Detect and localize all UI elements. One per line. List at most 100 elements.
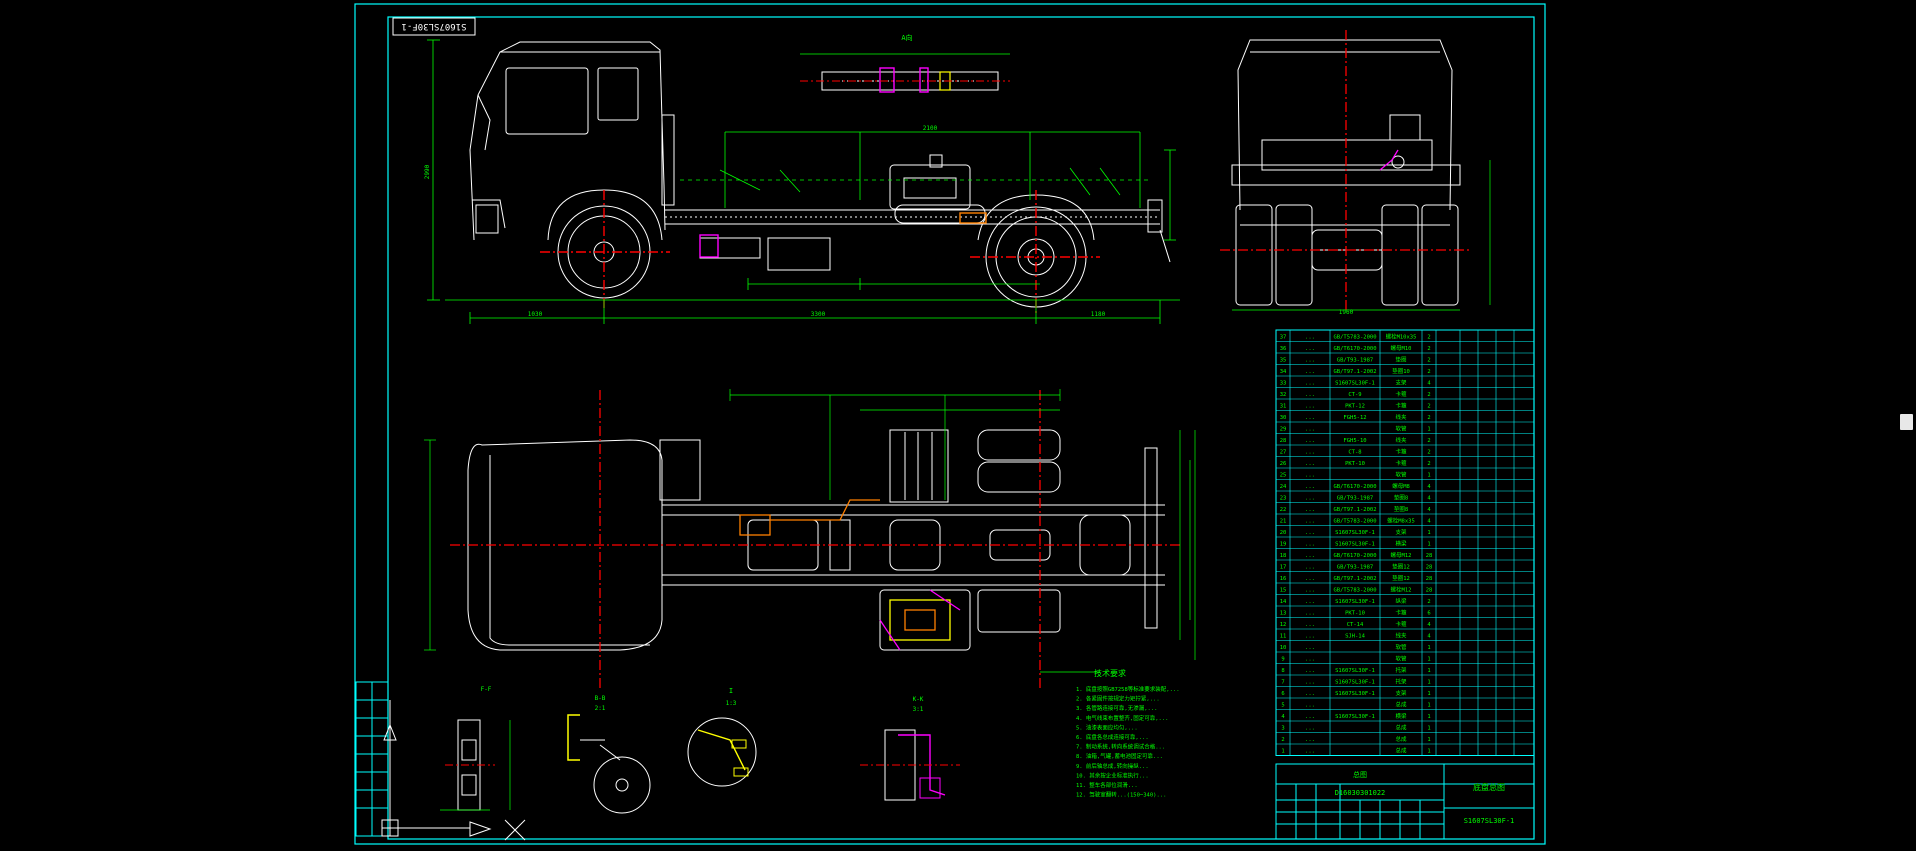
section-bb: B-B 2:1 xyxy=(567,695,651,814)
bom-cell-no: 30 xyxy=(1280,415,1287,421)
bom-cell-std: FGH5-10 xyxy=(1343,438,1366,444)
note-line: 12. 驾驶室翻转...(150~340)... xyxy=(1076,791,1166,799)
bom-cell-code: ... xyxy=(1305,714,1315,720)
bom-cell-qty: 4 xyxy=(1427,634,1431,640)
bom-cell-code: ... xyxy=(1305,657,1315,663)
bom-cell-qty: 1 xyxy=(1427,542,1430,548)
bom-cell-code: ... xyxy=(1305,473,1315,479)
outer-frame xyxy=(354,3,1546,845)
bom-cell-std: GB/T5783-2000 xyxy=(1333,588,1376,594)
bom-cell-name: 支架 xyxy=(1395,689,1407,697)
bom-cell-code: ... xyxy=(1305,346,1315,352)
bom-cell-std: GB/T97.1-2002 xyxy=(1333,507,1376,513)
dim-height: 2990 xyxy=(424,164,431,179)
bom-cell-qty: 1 xyxy=(1427,749,1430,755)
top-small-view: A向 xyxy=(800,33,1010,93)
bom-cell-code: ... xyxy=(1305,427,1315,433)
bom-cell-qty: 2 xyxy=(1427,599,1430,605)
bom-cell-name: 卡箍 xyxy=(1395,448,1407,456)
bom-cell-code: ... xyxy=(1305,737,1315,743)
note-line: 8. 油箱,气罐,蓄电池固定可靠... xyxy=(1076,752,1163,760)
bom-cell-name: 总成 xyxy=(1395,701,1407,709)
bom-cell-name: 垫圈12 xyxy=(1392,574,1410,582)
detail-i: I 1:3 xyxy=(687,687,757,787)
rear-view-color xyxy=(1220,30,1491,311)
bom-cell-qty: 6 xyxy=(1427,611,1430,617)
bom-cell-name: 螺母M12 xyxy=(1391,551,1412,559)
bom-cell-code: ... xyxy=(1305,622,1315,628)
bom-cell-qty: 2 xyxy=(1427,461,1430,467)
bom-cell-code: ... xyxy=(1305,461,1315,467)
bom-cell-std: GB/T5783-2000 xyxy=(1333,335,1376,341)
bom-cell-code: ... xyxy=(1305,496,1315,502)
note-line: 5. 油漆表面应均匀,... xyxy=(1076,723,1138,731)
bom-cell-name: 软管 xyxy=(1395,643,1407,651)
bom-cell-name: 螺母M8 xyxy=(1392,482,1410,490)
side-view-dimensions xyxy=(427,39,1180,324)
bom-cell-std: GB/T6170-2000 xyxy=(1333,484,1376,490)
bom-cell-qty: 28 xyxy=(1426,576,1433,582)
label-section-kk-scale: 3:1 xyxy=(913,706,924,713)
bom-cell-code: ... xyxy=(1305,404,1315,410)
bom-cell-std: S1607SL30F-1 xyxy=(1335,668,1375,674)
scrollbar-thumb[interactable] xyxy=(1900,414,1913,430)
bom-cell-name: 卡箍 xyxy=(1395,402,1407,410)
bom-cell-name: 软管 xyxy=(1395,425,1407,433)
bom-cell-code: ... xyxy=(1305,645,1315,651)
bom-cell-no: 34 xyxy=(1280,369,1287,375)
bom-cell-name: 总成 xyxy=(1395,735,1407,743)
bom-cell-code: ... xyxy=(1305,530,1315,536)
bom-cell-std: S1607SL30F-1 xyxy=(1335,691,1375,697)
label-detail-i: I xyxy=(729,687,733,695)
bom-cell-code: ... xyxy=(1305,507,1315,513)
bom-cell-name: 垫圈 xyxy=(1395,356,1407,364)
bom-cell-name: 软管 xyxy=(1395,471,1407,479)
dim-side-2: 3300 xyxy=(811,311,826,318)
bom-cell-no: 28 xyxy=(1280,438,1287,444)
section-kk: K-K 3:1 xyxy=(860,696,960,801)
bom-cell-code: ... xyxy=(1305,611,1315,617)
bom-cell-code: ... xyxy=(1305,599,1315,605)
bom-cell-std: S1607SL30F-1 xyxy=(1335,381,1375,387)
bom-cell-no: 10 xyxy=(1280,645,1287,651)
bom-cell-no: 18 xyxy=(1280,553,1287,559)
bom-cell-name: 支架 xyxy=(1395,379,1407,387)
title-tab-box xyxy=(392,17,476,36)
bom-cell-no: 37 xyxy=(1280,335,1287,341)
bom-cell-name: 螺栓M8x35 xyxy=(1387,517,1415,525)
bom-cell-code: ... xyxy=(1305,576,1315,582)
bom-cell-name: 螺母M10 xyxy=(1391,344,1412,352)
bom-cell-no: 22 xyxy=(1280,507,1287,513)
bom-cell-no: 31 xyxy=(1280,404,1287,410)
dim-rear-width: 1960 xyxy=(1339,309,1354,316)
vertical-scrollbar[interactable] xyxy=(1897,0,1916,847)
bom-cell-no: 19 xyxy=(1280,542,1287,548)
bom-cell-no: 14 xyxy=(1280,599,1287,605)
bom-cell-no: 8 xyxy=(1281,668,1284,674)
plan-view xyxy=(467,429,1165,651)
bom-cell-no: 1 xyxy=(1281,749,1284,755)
title-tab-text: S1607SL30F-1 xyxy=(401,21,466,31)
bom-cell-name: 横梁 xyxy=(1395,540,1407,548)
bom-cell-no: 20 xyxy=(1280,530,1287,536)
label-section-bb: B-B xyxy=(595,695,606,702)
bom-cell-code: ... xyxy=(1305,726,1315,732)
bom-cell-code: ... xyxy=(1305,634,1315,640)
bom-cell-qty: 1 xyxy=(1427,657,1430,663)
bom-cell-code: ... xyxy=(1305,438,1315,444)
bom-cell-std: PKT-10 xyxy=(1345,611,1365,617)
bom-cell-std: S1607SL30F-1 xyxy=(1335,599,1375,605)
bom-cell-no: 21 xyxy=(1280,519,1287,525)
bom-cell-code: ... xyxy=(1305,381,1315,387)
bom-cell-qty: 4 xyxy=(1427,381,1431,387)
technical-notes: 1. 底盘按照GB7258等标准要求装配,...2. 各紧固件按规定力矩拧紧,.… xyxy=(1076,685,1180,799)
bom-cell-code: ... xyxy=(1305,542,1315,548)
bom-cell-std: FGH5-12 xyxy=(1343,415,1366,421)
bom-cell-name: 垫圈8 xyxy=(1394,494,1408,502)
bom-cell-qty: 1 xyxy=(1427,668,1430,674)
bom-cell-code: ... xyxy=(1305,565,1315,571)
revision-strip xyxy=(355,681,389,837)
note-line: 9. 前后轴总成,转向操纵... xyxy=(1076,762,1149,770)
